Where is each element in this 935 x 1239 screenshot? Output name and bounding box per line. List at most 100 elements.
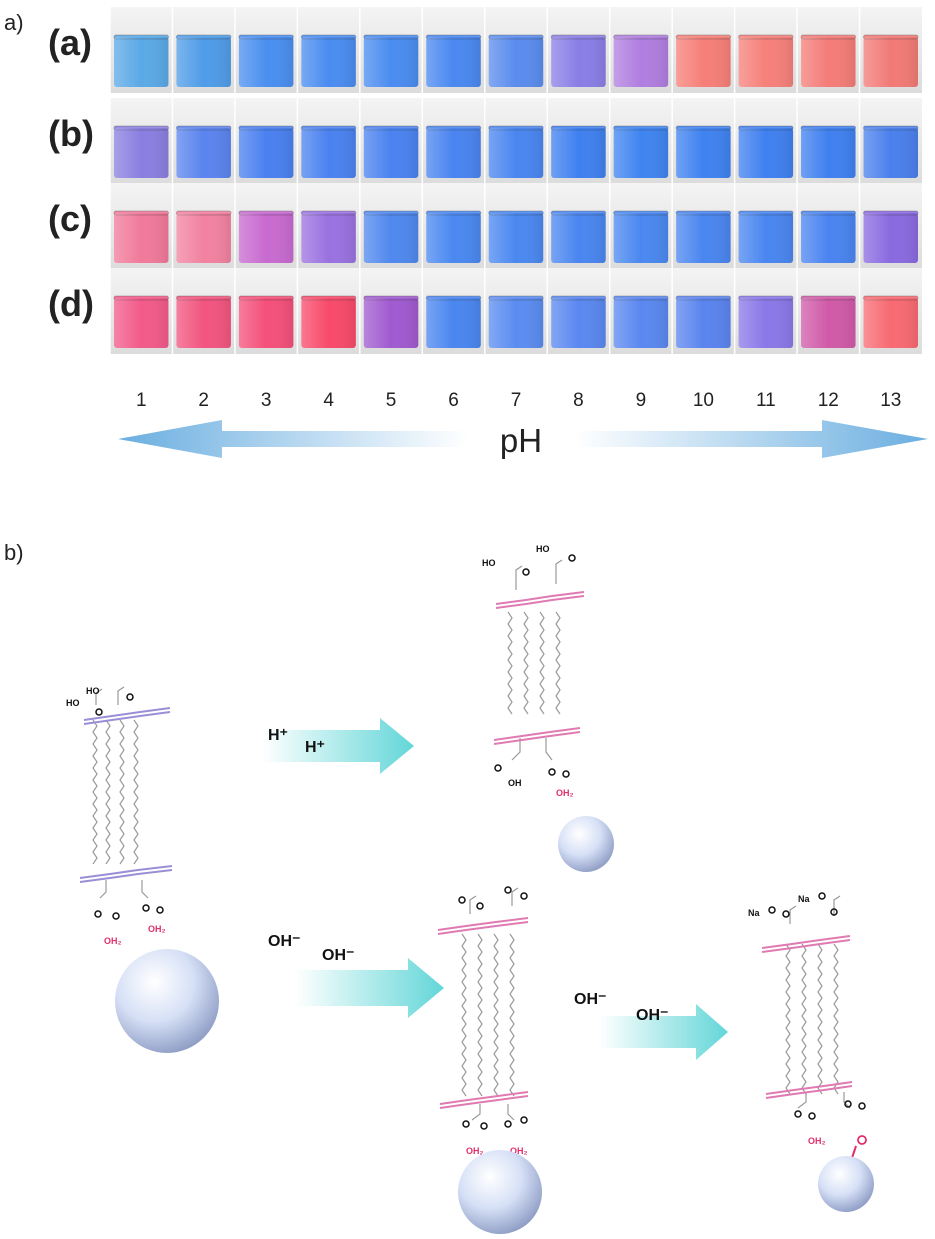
- vial-highlight: [863, 37, 918, 87]
- vial-highlight: [676, 128, 731, 178]
- carboxylate-oxygen: [156, 906, 164, 914]
- diyne-backbone-acid-product: [493, 591, 585, 745]
- vial-highlight: [301, 37, 356, 87]
- vial-highlight: [801, 37, 856, 87]
- vial: [109, 98, 173, 184]
- vial: [234, 98, 298, 184]
- arrow-right-basic: [575, 420, 928, 458]
- vial-highlight: [551, 298, 606, 348]
- vial-highlight: [738, 128, 794, 178]
- reagent-hydroxide: OH⁻: [574, 991, 606, 1008]
- vial-row: (c): [48, 183, 922, 269]
- base-reaction-arrow-2: [600, 1004, 728, 1060]
- oh2-group-label: OH₂: [510, 1146, 528, 1156]
- vial: [421, 268, 485, 354]
- vial: [484, 183, 548, 269]
- carboxylate-oxygen: [808, 1112, 816, 1120]
- chem-label-ho: HO: [536, 544, 550, 554]
- carboxylate-oxygen: [480, 1122, 488, 1130]
- acid-reaction-arrow: [262, 718, 414, 774]
- carboxylate-oxygen: [782, 910, 790, 918]
- ph-tick-label: 9: [636, 390, 647, 411]
- reagent-h-plus: H⁺: [268, 727, 288, 744]
- ph-tick-label: 3: [261, 390, 272, 411]
- vial-highlight: [426, 37, 481, 87]
- carboxylate-oxygen: [858, 1102, 866, 1110]
- carboxylate-oxygen: [462, 1120, 470, 1128]
- vial: [421, 98, 485, 184]
- vial: [296, 268, 360, 354]
- carboxylate-oxygen: [794, 1110, 802, 1118]
- vial: [733, 7, 798, 93]
- vial: [608, 7, 673, 93]
- ph-tick-label: 4: [323, 390, 334, 411]
- vial-highlight: [738, 37, 794, 87]
- vial: [796, 183, 860, 269]
- vial-highlight: [114, 298, 169, 348]
- ph-tick-label: 5: [386, 390, 397, 411]
- vial: [546, 268, 610, 354]
- row-label: (b): [48, 113, 94, 154]
- vial-highlight: [738, 298, 794, 348]
- vial: [484, 268, 548, 354]
- vial: [171, 268, 235, 354]
- row-label: (c): [48, 198, 92, 239]
- vial: [359, 7, 423, 93]
- vial: [234, 7, 298, 93]
- vial-highlight: [863, 213, 918, 263]
- vial: [359, 268, 423, 354]
- vial-highlight: [176, 213, 231, 263]
- vial-highlight: [426, 128, 481, 178]
- vial-highlight: [488, 298, 544, 348]
- carboxylate-oxygen: [504, 1120, 512, 1128]
- carboxylate-oxygen: [458, 896, 466, 904]
- oh2-group-label: OH₂: [556, 788, 574, 798]
- vial-highlight: [863, 298, 918, 348]
- vial-highlight: [238, 128, 294, 178]
- carboxylate-oxygen: [520, 892, 528, 900]
- vial-highlight: [738, 213, 794, 263]
- row-label: (a): [48, 22, 92, 63]
- vial-highlight: [176, 128, 231, 178]
- vial: [421, 7, 485, 93]
- chain-lines-base-intermediate: [461, 887, 519, 1121]
- molecule-base-intermediate: OH₂ OH₂: [437, 886, 542, 1234]
- vial-highlight: [488, 213, 544, 263]
- carboxylate-oxygen: [476, 902, 484, 910]
- vial-highlight: [613, 37, 669, 87]
- diyne-backbone-salt-product: [761, 935, 853, 1099]
- vial-highlight: [613, 298, 669, 348]
- vial-highlight: [301, 128, 356, 178]
- vial: [733, 98, 798, 184]
- ph-direction-arrows: [118, 420, 928, 458]
- oh2-group-label: OH₂: [148, 924, 166, 934]
- vial-highlight: [801, 128, 856, 178]
- vial-row: (b): [48, 98, 922, 184]
- vial-highlight: [426, 213, 481, 263]
- ph-tick-label: 10: [693, 390, 714, 411]
- vial: [671, 268, 735, 354]
- vial-highlight: [676, 298, 731, 348]
- vial-highlight: [801, 213, 856, 263]
- carboxylate-oxygen: [112, 912, 120, 920]
- vial-highlight: [613, 213, 669, 263]
- oh2-group-label: OH₂: [808, 1136, 826, 1146]
- vial: [608, 98, 673, 184]
- panel-a-label: a): [4, 10, 24, 35]
- reagent-hydroxide: OH⁻: [636, 1007, 668, 1024]
- vial: [109, 7, 173, 93]
- vial-highlight: [551, 37, 606, 87]
- vial-highlight: [613, 128, 669, 178]
- vial: [608, 268, 673, 354]
- carbonyl-oxygen: [568, 554, 576, 562]
- vial: [608, 183, 673, 269]
- vial-highlight: [238, 37, 294, 87]
- vial-highlight: [863, 128, 918, 178]
- vial: [109, 268, 173, 354]
- carboxylate-oxygen: [830, 908, 838, 916]
- reaction-base-1: OH⁻ OH⁻: [268, 933, 444, 1018]
- molecule-initial: HO HO OH₂ OH₂: [66, 686, 219, 1053]
- chem-label-ho: HO: [66, 698, 80, 708]
